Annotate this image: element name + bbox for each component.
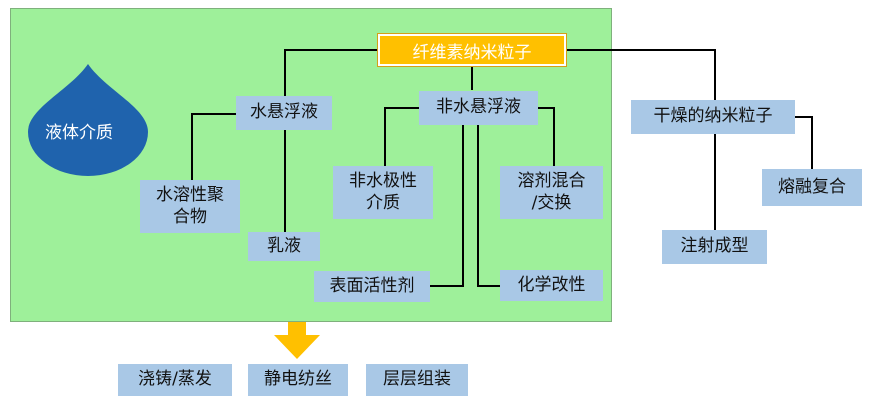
output-electrospinning: 静电纺丝 [248,364,348,396]
node-injection-molding: 注射成型 [662,230,767,264]
node-dried-nanoparticles: 干燥的纳米粒子 [631,100,795,134]
output-casting-evaporation: 浇铸/蒸发 [118,364,232,396]
node-emulsion: 乳液 [248,232,320,261]
node-aqueous-suspension: 水悬浮液 [236,96,332,130]
node-surfactant: 表面活性剂 [314,271,430,302]
node-melt-compounding: 熔融复合 [762,169,862,206]
down-arrow-icon [274,322,320,359]
liquid-medium-label: 液体介质 [45,123,113,143]
connector-dried-melt [795,116,813,169]
output-layer-by-layer: 层层组装 [366,364,468,396]
node-chemical-modification: 化学改性 [500,270,603,301]
node-solvent-exchange: 溶剂混合 /交换 [500,166,603,219]
root-node: 纤维素纳米粒子 [378,34,566,66]
node-non-aqueous-suspension: 非水悬浮液 [419,91,538,125]
node-water-soluble-polymer: 水溶性聚 合物 [140,180,240,233]
node-non-aqueous-polar-medium: 非水极性 介质 [333,166,433,219]
